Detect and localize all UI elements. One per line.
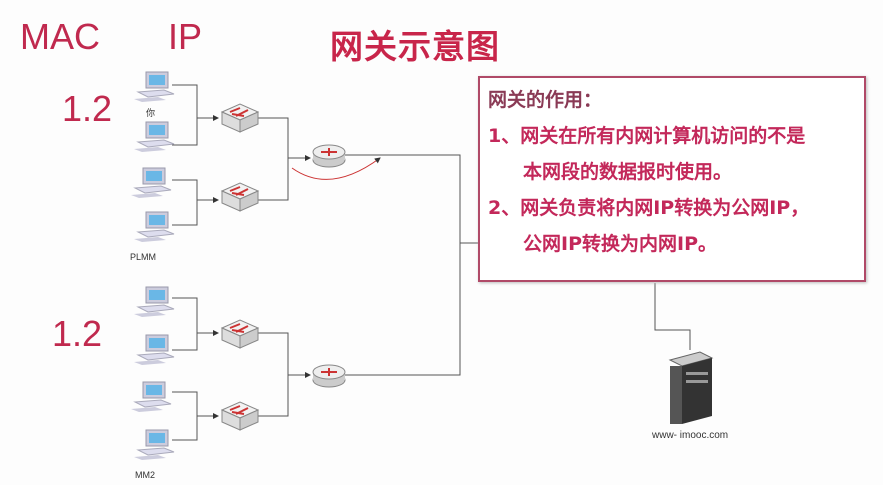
pc-icon <box>133 121 175 153</box>
info-item-2-cont: 公网IP转换为内网IP。 <box>523 233 717 255</box>
info-item-1: 1、网关在所有内网计算机访问的不是 <box>488 125 806 147</box>
switch-icon <box>221 182 259 212</box>
route-arrow <box>291 157 381 180</box>
server-label: www- imooc.com <box>652 430 729 441</box>
info-box: 网关的作用： 1、网关在所有内网计算机访问的不是 本网段的数据报时使用。 2、网… <box>478 76 866 282</box>
ip-label: IP <box>168 16 203 57</box>
pc-label-plmm: PLMM <box>130 252 157 262</box>
pc-icon <box>133 71 175 103</box>
pc-label-mm2: MM2 <box>135 470 155 480</box>
pc-icon <box>130 167 172 199</box>
server-icon <box>668 351 714 424</box>
pc-icon <box>130 381 172 413</box>
subnet2-ip-label: 1.2 <box>52 313 103 354</box>
pc-icon <box>133 429 175 461</box>
router-icon <box>312 144 346 168</box>
router-icon <box>312 364 346 388</box>
info-item-2: 2、网关负责将内网IP转换为公网IP， <box>488 197 810 219</box>
pc-icon <box>133 211 175 243</box>
switch-icon <box>221 103 259 133</box>
pc-icon <box>133 286 175 318</box>
switch-icon <box>221 319 259 349</box>
info-heading: 网关的作用： <box>488 89 603 111</box>
pc-label-you: 你 <box>146 108 156 118</box>
mac-label: MAC <box>20 16 100 57</box>
info-item-1-cont: 本网段的数据报时使用。 <box>523 161 733 183</box>
page-title: 网关示意图 <box>330 27 500 66</box>
switch-icon <box>221 401 259 431</box>
pc-icon <box>133 334 175 366</box>
subnet1-ip-label: 1.2 <box>62 88 113 129</box>
